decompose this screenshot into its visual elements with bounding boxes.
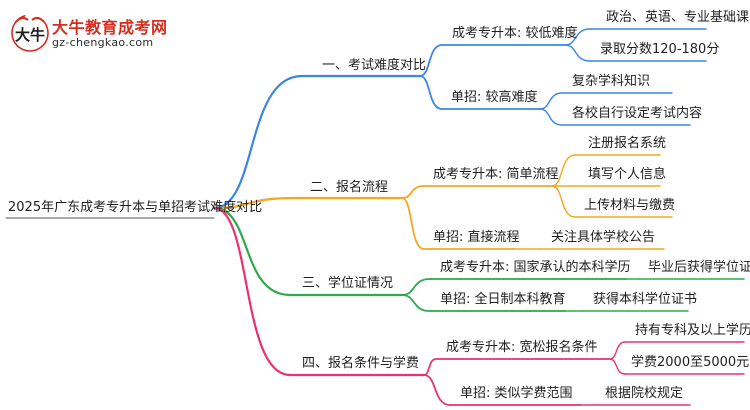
branch-4-sub-2: 单招: 类似学费范围 bbox=[460, 386, 573, 401]
branch-1-sub-1-leaf-1: 政治、英语、专业基础课 bbox=[606, 10, 750, 25]
branch-2-sub-2: 单招: 直接流程 bbox=[433, 230, 520, 245]
branch-1-sub-1-leaf-2: 录取分数120-180分 bbox=[600, 42, 720, 57]
branch-2-sub-1-leaf-1: 注册报名系统 bbox=[588, 136, 667, 151]
branch-2-connector bbox=[212, 196, 298, 210]
branch-3-sub-1: 成考专升本: 国家承认的本科学历 bbox=[440, 260, 631, 275]
branch-1-sub-2-leaf-2-connector bbox=[539, 108, 563, 126]
branch-2-sub-1-connector bbox=[401, 185, 425, 199]
branch-3-connector bbox=[212, 206, 292, 297]
branch-4-sub-1-connector bbox=[423, 358, 437, 376]
bull-logo-icon: 大牛 bbox=[11, 14, 49, 52]
logo-url: gz-chengkao.com bbox=[52, 36, 154, 49]
branch-1-label: 一、考试难度对比 bbox=[322, 58, 427, 73]
branch-1-sub-2-leaf-2: 各校自行设定考试内容 bbox=[572, 106, 703, 121]
branch-4-label: 四、报名条件与学费 bbox=[302, 356, 420, 371]
branch-4-sub-1-leaf-2-connector bbox=[609, 358, 626, 375]
branch-4-sub-1-leaf-2: 学费2000至5000元 bbox=[631, 355, 750, 370]
branch-2-sub-1-leaf-3: 上传材料与缴费 bbox=[584, 198, 676, 213]
branch-2-sub-1-leaf-2: 填写个人信息 bbox=[588, 167, 667, 182]
branch-3-sub-2-leaf-1: 获得本科学位证书 bbox=[593, 292, 698, 307]
branch-1-sub-2-connector bbox=[419, 75, 443, 110]
branch-1-sub-1-leaf-2-connector bbox=[564, 44, 591, 62]
branch-4-sub-2-connector bbox=[423, 374, 451, 406]
branch-4-sub-1-leaf-1: 持有专科及以上学历 bbox=[635, 323, 750, 338]
branch-1-sub-1-connector bbox=[419, 44, 443, 77]
site-logo: 大牛 大牛教育成考网 gz-chengkao.com bbox=[10, 12, 170, 54]
logo-name: 大牛教育成考网 bbox=[52, 18, 168, 37]
branch-4-sub-1: 成考专升本: 宽松报名条件 bbox=[446, 340, 598, 355]
branch-4-sub-1-leaf-1-connector bbox=[609, 341, 626, 360]
branch-1-sub-2-leaf-1: 复杂学科知识 bbox=[572, 74, 651, 89]
branch-1-connector bbox=[212, 74, 304, 210]
branch-3-label: 三、学位证情况 bbox=[302, 276, 394, 291]
branch-1-sub-2-leaf-1-connector bbox=[539, 92, 563, 110]
branch-1-sub-1: 成考专升本: 较低难度 bbox=[452, 26, 578, 41]
branch-2-sub-1-leaf-1-connector bbox=[551, 154, 576, 187]
branch-2-sub-2-connector bbox=[401, 197, 425, 250]
branch-3-sub-1-connector bbox=[401, 278, 431, 296]
logo-mark-text: 大牛 bbox=[15, 26, 45, 44]
root-node: 2025年广东成考专升本与单招考试难度对比 bbox=[8, 200, 263, 215]
branch-1-sub-2: 单招: 较高难度 bbox=[451, 90, 538, 105]
branch-2-sub-1-leaf-3-connector bbox=[551, 185, 576, 218]
branch-2-sub-2-leaf-1: 关注具体学校公告 bbox=[551, 230, 656, 245]
branch-4-connector bbox=[212, 206, 292, 377]
branch-3-sub-2-connector bbox=[401, 294, 431, 312]
branch-4-sub-2-leaf-1: 根据院校规定 bbox=[605, 386, 684, 401]
branch-2-label: 二、报名流程 bbox=[310, 180, 389, 195]
branch-2-sub-1: 成考专升本: 简单流程 bbox=[433, 167, 559, 182]
branch-3-sub-2: 单招: 全日制本科教育 bbox=[440, 292, 566, 307]
branch-3-sub-1-leaf-1: 毕业后获得学位证书 bbox=[648, 260, 750, 275]
branch-1-sub-1-leaf-1-connector bbox=[564, 28, 591, 46]
